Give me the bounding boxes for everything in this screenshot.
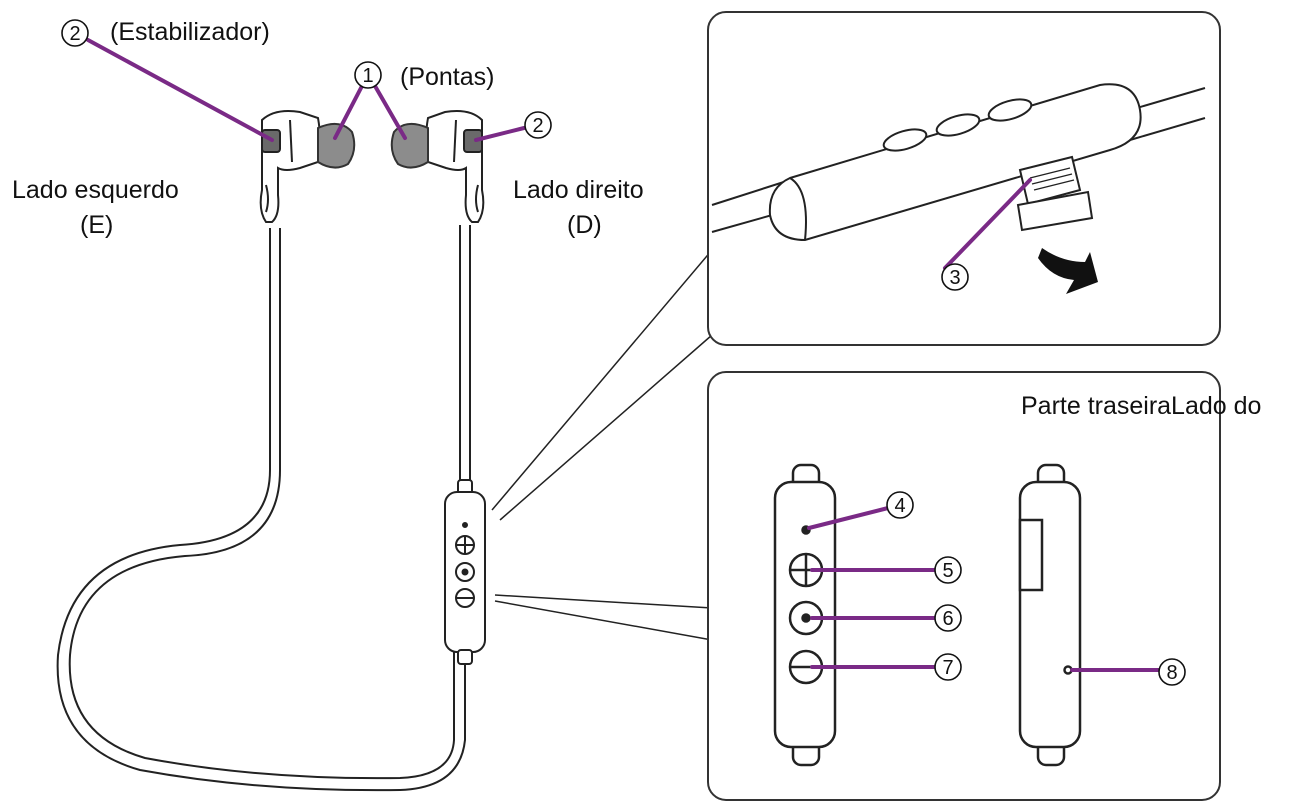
label-back-side: Parte traseiraLado do [1021,392,1262,420]
svg-text:4: 4 [894,495,905,517]
label-right-code: (D) [567,211,602,239]
remote-perspective [711,83,1206,242]
svg-text:6: 6 [942,608,953,630]
inline-remote [444,479,486,665]
svg-text:1: 1 [362,65,373,87]
svg-text:7: 7 [942,657,953,679]
svg-text:2: 2 [532,115,543,137]
cable [56,225,471,792]
callout-3: 3 [941,263,969,291]
zoom-wedges [491,249,713,641]
left-eartip [317,122,356,169]
callout-6: 6 [934,604,962,632]
label-stabilizer: (Estabilizador) [110,18,270,46]
remote-front [773,463,837,767]
left-earbud [259,110,321,223]
label-right-side: Lado direito [513,176,644,204]
callout-1: 1 [354,61,382,89]
right-eartip [390,122,429,169]
label-left-side: Lado esquerdo [12,176,179,204]
leader-lines [86,38,1162,672]
callout-2-left: 2 [61,19,89,47]
callout-5: 5 [934,556,962,584]
right-earbud [425,110,485,223]
callout-7: 7 [934,653,962,681]
remote-back [1018,463,1082,767]
svg-text:5: 5 [942,560,953,582]
open-arrow-icon [1038,248,1098,294]
callout-8: 8 [1158,658,1186,686]
callout-4: 4 [886,491,914,519]
label-tips: (Pontas) [400,63,495,91]
callout-2-right: 2 [524,111,552,139]
svg-text:3: 3 [949,267,960,289]
label-left-code: (E) [80,211,114,239]
svg-text:2: 2 [69,23,80,45]
svg-text:8: 8 [1166,662,1177,684]
